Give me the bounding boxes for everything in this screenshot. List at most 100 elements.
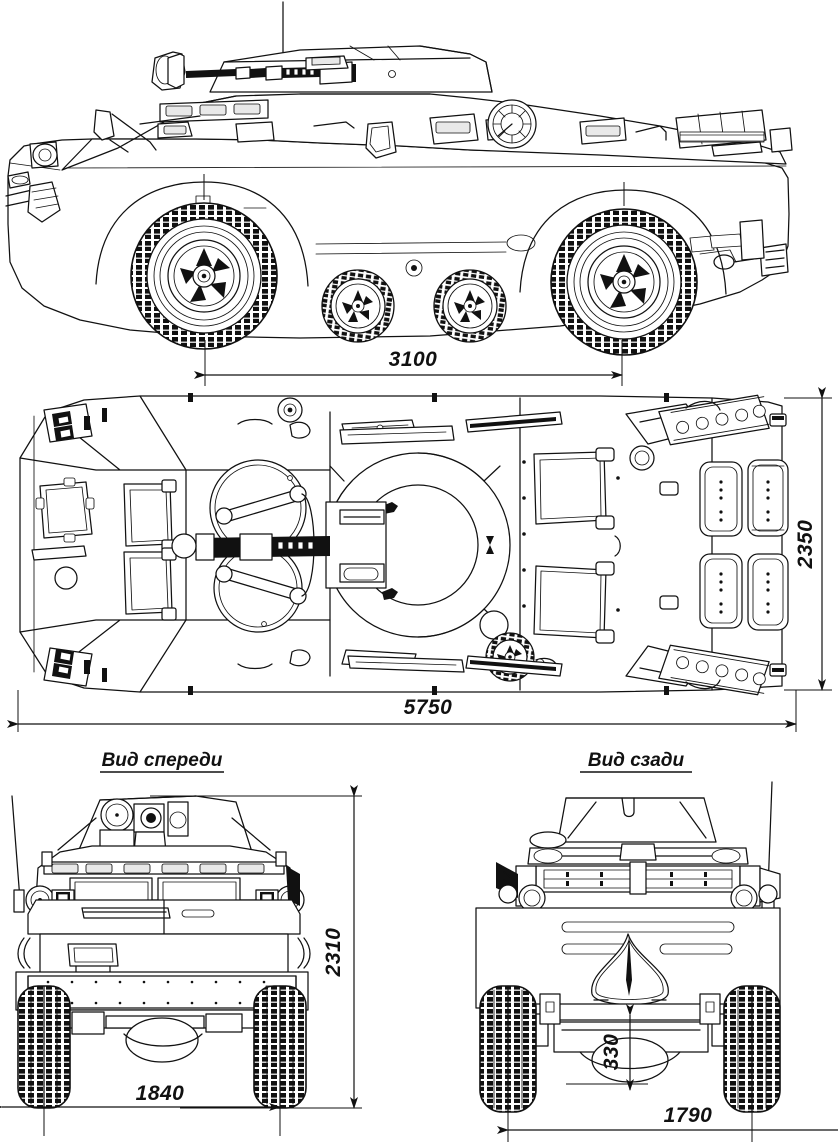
side-turret-rear	[419, 45, 493, 93]
side-fan-blades	[492, 104, 532, 144]
dim-front-track-label: 1840	[136, 1082, 185, 1105]
plan-deck-clip-2	[659, 595, 679, 610]
plan-view-group	[19, 393, 789, 696]
plan-nose-panel-fittings	[35, 477, 95, 543]
plan-barrel-perf	[277, 541, 314, 550]
rear-shock-left-eye	[545, 1001, 555, 1013]
rear-stowage-drum-left	[529, 831, 567, 849]
plan-deck-blister-top	[289, 421, 311, 439]
plan-sight-glass	[343, 567, 379, 581]
front-fender-right	[297, 937, 311, 969]
side-mirror-stay	[109, 139, 129, 153]
front-view-title: Вид спереди	[102, 750, 223, 771]
side-grab-handle-1	[313, 121, 355, 129]
plan-turret-lug-2	[382, 588, 398, 600]
plan-marker-left-bottom	[102, 668, 107, 682]
front-antenna-base	[13, 889, 25, 913]
rear-light-right-in	[735, 889, 753, 907]
plan-turret-lug-3	[486, 536, 494, 554]
side-rear-plate-lines	[765, 249, 785, 269]
plan-barrel-collar	[239, 533, 273, 561]
side-sight-glass	[311, 56, 341, 66]
rear-wheel-right	[723, 985, 781, 1113]
plan-engine-grilles	[699, 459, 789, 631]
side-firing-port-1-inner	[369, 125, 391, 153]
side-barrel-sleeve-3	[265, 65, 283, 81]
side-rear-link	[709, 233, 743, 249]
rear-view-title: Вид сзади	[588, 750, 685, 771]
dim-wheelbase-label: 3100	[389, 348, 438, 371]
side-turret-top	[223, 57, 471, 63]
front-side-shield	[286, 866, 300, 906]
plan-grab-handle-bot-1	[237, 663, 273, 670]
plan-exhaust-bottom	[625, 644, 787, 696]
rear-deck-latch	[619, 843, 657, 861]
side-rear-tow-hook	[713, 254, 735, 270]
dim-ground-clearance: 330	[566, 1004, 648, 1091]
rear-hatch-seam	[626, 934, 632, 996]
front-wheel-left	[17, 985, 71, 1109]
side-wheel-centerlines	[203, 174, 625, 206]
plan-grab-handle-top-1	[237, 418, 273, 425]
plan-lock-joint-2	[289, 485, 307, 503]
front-trim-vane-rivets	[46, 980, 266, 1005]
dim-overall-width: 2350	[784, 387, 832, 691]
front-glacis-slot	[181, 909, 215, 918]
plan-deck-clip-1	[659, 481, 679, 496]
plan-headlight-left-bottom	[43, 647, 93, 687]
plan-barrel-muzzle	[195, 533, 215, 561]
side-fan-pointer	[497, 123, 513, 137]
plan-lock-joint-3	[215, 565, 233, 583]
side-rear-rail	[711, 141, 763, 157]
plan-deck-vent-center	[287, 407, 293, 413]
side-view-group	[5, 1, 793, 356]
front-pkt-muzzle	[169, 811, 187, 829]
plan-bottom-rail-2-dark	[470, 660, 556, 671]
side-winch-hub	[38, 148, 52, 162]
plan-headlight-left-top	[43, 403, 93, 443]
side-step	[506, 234, 536, 252]
rear-louvre-slots	[566, 872, 707, 886]
plan-hatch-handle	[614, 535, 621, 557]
side-wiper-arm	[139, 115, 201, 125]
dim-overall-width-label: 2350	[794, 520, 817, 570]
plan-vision-box-lower-in	[129, 557, 169, 611]
front-tow-bracket-in	[73, 947, 114, 963]
side-barrel-perf	[285, 68, 315, 76]
plan-lock-joint-4	[289, 587, 307, 605]
rear-marker-left	[498, 884, 518, 904]
plan-driver-hatch-pin	[261, 621, 267, 627]
rear-louvre-divider	[629, 861, 647, 895]
side-grab-handle-2	[635, 125, 667, 141]
front-fender-left	[17, 937, 31, 969]
front-turret-stay	[57, 817, 271, 851]
side-wheel-1-spokes	[180, 248, 230, 302]
plan-nose-facets	[19, 395, 331, 693]
side-stowage-box-1-lid	[435, 121, 471, 134]
side-mantlet-plate	[167, 53, 185, 89]
plan-deck-blister-bot	[289, 649, 311, 667]
plan-lock-yoke	[301, 493, 315, 597]
front-wiper-post-left	[41, 851, 53, 867]
plan-side-edges	[19, 411, 783, 677]
dim-ground-clearance-label: 330	[600, 1034, 623, 1071]
side-turret-hatch	[349, 45, 401, 61]
rear-light-left-in	[523, 889, 541, 907]
rear-plate-slot-1	[561, 921, 735, 933]
front-antenna	[11, 795, 21, 901]
dim-overall-height-label: 2310	[322, 928, 345, 978]
rear-view-group	[475, 781, 781, 1113]
side-rear-axle-arm	[699, 249, 737, 263]
rear-lamp-left	[533, 848, 563, 864]
plan-side-hatch-bot-in	[539, 570, 602, 634]
side-rear-light-box	[769, 127, 793, 153]
plan-vision-box-upper-in	[129, 489, 169, 543]
front-diff-strap	[123, 1033, 203, 1047]
side-wheel-4	[550, 208, 698, 356]
plan-lock-joint-1	[215, 507, 233, 525]
side-vision-blocks-front	[165, 103, 261, 117]
side-mirror-arm	[111, 113, 157, 151]
side-barrel-sleeve-2	[250, 68, 266, 78]
